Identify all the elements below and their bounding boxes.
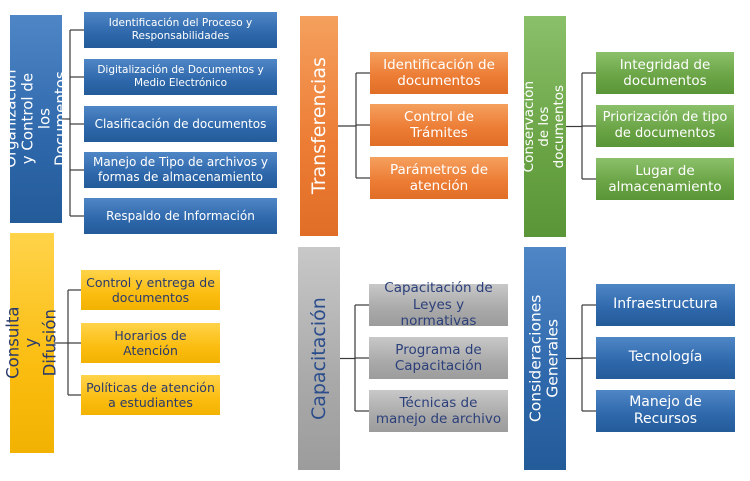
root-consulta-difusion: Consulta y Difusión	[3, 233, 59, 453]
node-manejo-recursos: Manejo de Recursos	[596, 390, 735, 432]
node-politicas-atencion: Políticas de atención a estudiantes	[81, 375, 220, 415]
root-consideraciones-generales: Consideraciones Generales	[524, 247, 566, 470]
node-lugar-almacenamiento: Lugar de almacenamiento	[596, 158, 734, 200]
node-parametros-atencion: Parámetros de atención	[370, 157, 508, 199]
node-programa-capacitacion: Programa de Capacitación	[369, 337, 508, 379]
node-respaldo-informacion: Respaldo de Información	[84, 198, 277, 234]
node-identificacion-documentos: Identificación de documentos	[370, 52, 508, 94]
node-integridad-documentos: Integridad de documentos	[596, 52, 734, 94]
node-manejo-tipo-archivos: Manejo de Tipo de archivos y formas de a…	[84, 152, 277, 188]
node-infraestructura: Infraestructura	[596, 284, 735, 326]
root-capacitacion: Capacitación	[298, 247, 340, 470]
root-organizacion-control-label: Organización y Control de los Documentos	[1, 69, 70, 169]
root-conservacion-documentos-label: Conservación de los documentos	[521, 80, 568, 173]
root-transferencias-label: Transferencias	[307, 57, 330, 195]
node-control-tramites: Control de Trámites	[370, 104, 508, 146]
node-horarios-atencion: Horarios de Atención	[81, 323, 220, 363]
node-priorizacion-tipo: Priorización de tipo de documentos	[596, 105, 734, 147]
root-consideraciones-generales-label: Consideraciones Generales	[526, 294, 563, 423]
root-transferencias: Transferencias	[300, 16, 338, 236]
root-capacitacion-label: Capacitación	[307, 297, 330, 420]
root-consulta-difusion-label: Consulta y Difusión	[3, 306, 60, 380]
node-tecnicas-manejo: Técnicas de manejo de archivo	[369, 390, 508, 432]
node-identificacion-proceso: Identificación del Proceso y Responsabil…	[84, 12, 277, 48]
node-control-entrega: Control y entrega de documentos	[81, 270, 220, 310]
root-organizacion-control: Organización y Control de los Documentos	[1, 15, 70, 223]
node-capacitacion-leyes: Capacitación de Leyes y normativas	[369, 280, 508, 329]
node-digitalizacion-documentos: Digitalización de Documentos y Medio Ele…	[84, 59, 277, 95]
root-conservacion-documentos: Conservación de los documentos	[521, 16, 568, 237]
node-clasificacion-documentos: Clasificación de documentos	[84, 106, 277, 142]
node-tecnologia: Tecnología	[596, 337, 735, 379]
